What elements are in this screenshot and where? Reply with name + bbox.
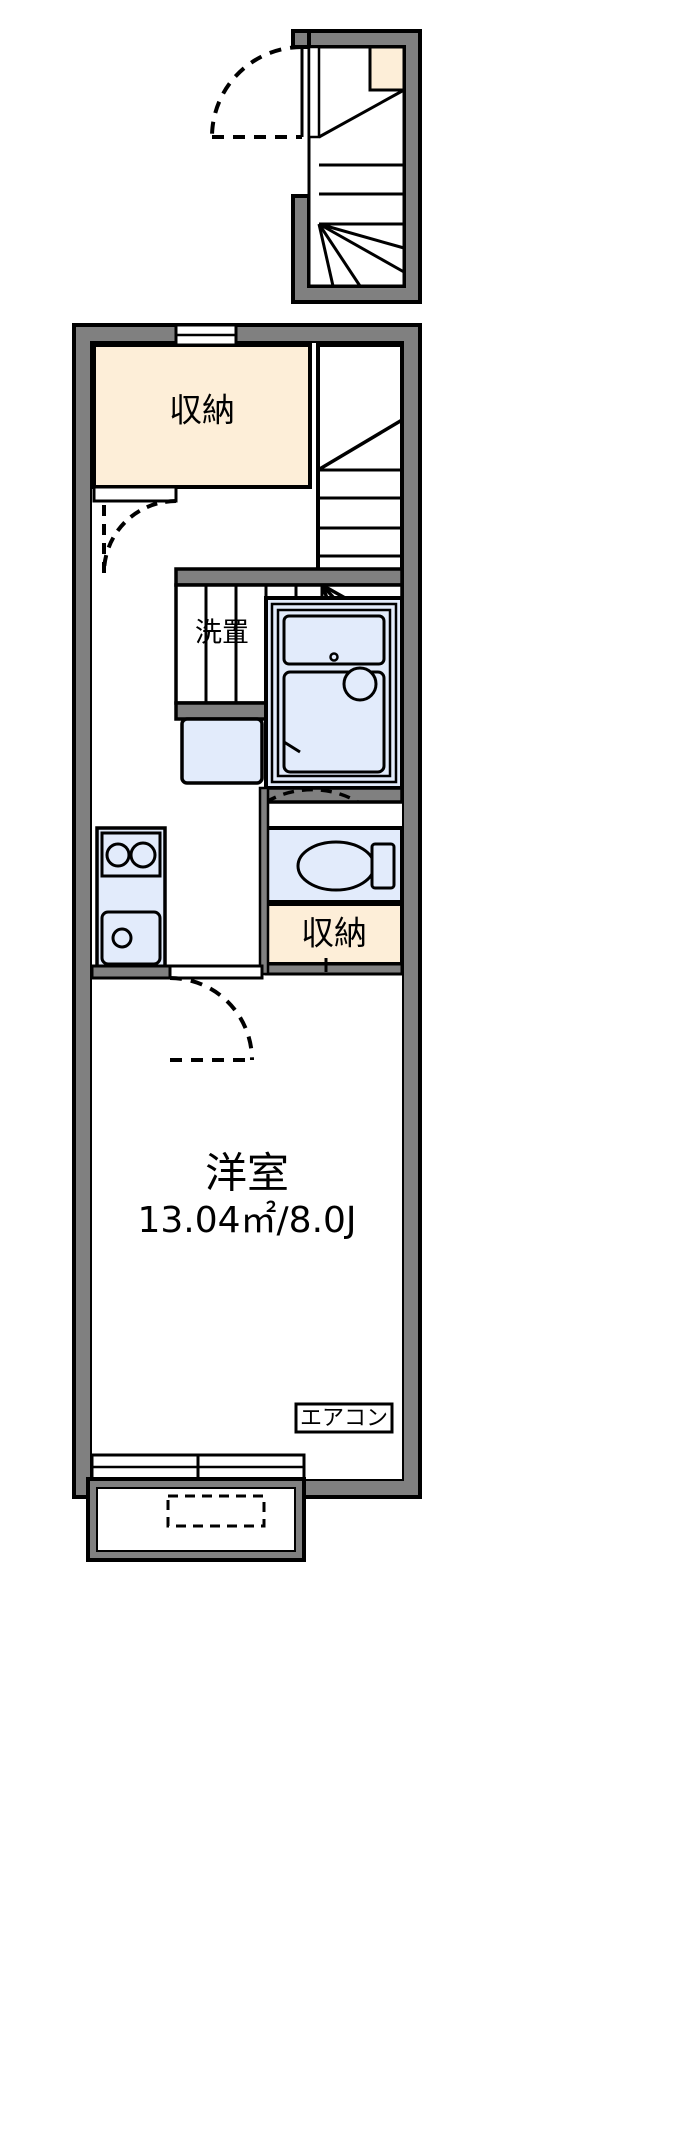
bathtub-icon — [282, 666, 386, 774]
bath-door-swing-icon — [265, 787, 402, 804]
bath-washbasin-icon — [282, 614, 386, 666]
lower-storage-room: 収納 — [264, 902, 404, 966]
upper-storage-door-icon — [92, 485, 178, 574]
aircon-tag-box — [294, 1402, 394, 1434]
lower-storage-label: 収納 — [301, 914, 367, 953]
balcony-sliding-window — [90, 1453, 306, 1481]
lower-storage-bottom-wall — [264, 962, 404, 976]
main-room-label: 洋室 — [205, 1149, 289, 1198]
aircon-tag: エアコン — [294, 1402, 394, 1434]
balcony-drain-dashed — [166, 1494, 266, 1528]
upper-stair-top-step — [368, 45, 406, 92]
kitchen-bottom-wall — [90, 964, 172, 980]
bath-unit — [264, 596, 404, 790]
laundry-label: 洗置 — [195, 618, 249, 649]
staircase-winder-icon — [316, 343, 404, 585]
balcony-floor — [98, 1489, 294, 1550]
toilet-icon — [296, 840, 396, 892]
entrance-door-swing-icon — [210, 45, 304, 139]
room-door-swing-icon — [168, 964, 264, 1062]
balcony — [86, 1477, 306, 1562]
upper-stair-winders — [317, 222, 405, 287]
upper-storage-area — [92, 343, 312, 489]
kitchen-sink-icon — [100, 910, 162, 966]
upper-stairwell-block — [210, 29, 422, 304]
upper-door-jamb — [291, 29, 311, 49]
toilet-room — [264, 826, 404, 904]
upper-storage-room: 収納 — [92, 343, 312, 489]
main-room-area: 13.04㎡/8.0J — [137, 1199, 356, 1241]
aircon-label: エアコン — [300, 1406, 388, 1431]
stove-two-burner-icon — [100, 831, 162, 878]
kitchen-unit — [95, 826, 167, 972]
upper-stair-landing — [307, 45, 321, 139]
washing-machine-space — [180, 717, 264, 785]
upper-stair-treads — [318, 88, 405, 226]
main-room: 洋室 13.04㎡/8.0J — [137, 1149, 356, 1242]
hall-wetroom-wall — [258, 786, 270, 976]
sliding-window-icon — [174, 323, 238, 347]
upper-storage-label: 収納 — [169, 391, 235, 430]
interior-wall-stair-bottom — [174, 567, 404, 587]
